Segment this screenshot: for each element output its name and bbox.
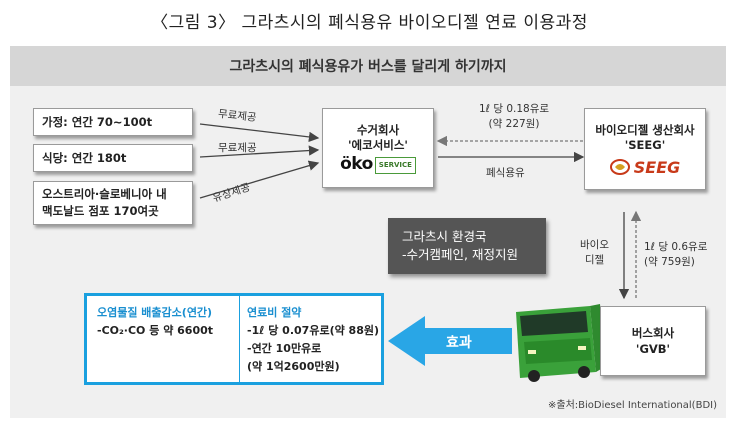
emission-value: -CO₂·CO 등 약 6600t [97,324,214,337]
producer-title: 바이오디젤 생산회사 [595,123,695,137]
label-price-top-line2: (약 227원) [488,118,540,130]
bus-company-title: 버스회사 [631,326,675,340]
label-price-right: 1ℓ 당 0.6유로 (약 759원) [644,240,707,270]
fuel-line2: -연간 10만유로 [247,342,322,355]
arrow-mcdonalds [199,160,320,199]
fuel-line3: (약 1억2600만원) [247,360,340,373]
arrow-restaurant [199,145,320,158]
results-divider [239,296,240,382]
label-free-2: 무료제공 [218,142,257,154]
figure-caption: 〈그림 3〉 그라츠시의 폐식용유 바이오디젤 연료 이용과정 [151,13,588,33]
label-price-top-line1: 1ℓ 당 0.18유로 [478,103,550,115]
fuel-title: 연료비 절약 [247,306,302,319]
fuel-section: 연료비 절약 -1ℓ 당 0.07유로(약 88원) -연간 10만유로 (약 … [247,304,379,376]
source-mcdonalds-line2: 맥도날드 점포 170여곳 [42,204,159,218]
fuel-line1: -1ℓ 당 0.07유로(약 88원) [247,324,379,337]
label-waste-oil: 폐식용유 [486,167,525,179]
city-box: 그라츠시 환경국 -수거캠페인, 재정지원 [388,218,546,274]
label-biodiesel: 바이오 디젤 [580,238,609,268]
producer-name: 'SEEG' [624,138,666,152]
bus-company-box: 버스회사 'GVB' [600,306,706,376]
source-restaurant-label: 식당: 연간 180t [42,151,127,165]
producer-box: 바이오디젤 생산회사 'SEEG' SEEG [584,108,706,190]
diagram-banner: 그라츠시의 폐식용유가 버스를 달리게 하기까지 [10,46,726,86]
collector-name: '에코서비스' [348,137,408,152]
label-biodiesel-line1: 바이오 [580,239,609,251]
seeg-logo: SEEG [609,157,681,177]
source-mcdonalds-line1: 오스트리아·슬로베니아 내 [42,187,167,201]
results-box: 오염물질 배출감소(연간) -CO₂·CO 등 약 6600t 연료비 절약 -… [84,293,384,385]
seeg-logo-text: SEEG [633,157,681,177]
emission-section: 오염물질 배출감소(연간) -CO₂·CO 등 약 6600t [97,304,213,340]
collector-title: 수거회사 [356,122,400,137]
effect-arrow [388,316,512,366]
oko-logo-main: öko [340,153,373,174]
label-price-right-line2: (약 759원) [644,256,695,268]
label-price-top: 1ℓ 당 0.18유로 (약 227원) [466,101,562,131]
effect-label: 효과 [446,335,472,351]
label-biodiesel-line2: 디젤 [584,254,605,266]
source-mcdonalds: 오스트리아·슬로베니아 내 맥도날드 점포 170여곳 [33,181,193,225]
label-price-right-line1: 1ℓ 당 0.6유로 [644,241,708,253]
arrow-household [199,123,320,143]
city-line1: 그라츠시 환경국 [402,229,487,244]
oko-logo-sub: SERVICE [374,156,416,174]
source-restaurant: 식당: 연간 180t [33,144,193,172]
seeg-emblem-icon [609,159,630,175]
source-household-label: 가정: 연간 70~100t [42,115,153,129]
emission-title: 오염물질 배출감소(연간) [97,306,213,319]
bus-company-name: 'GVB' [635,342,671,356]
source-household: 가정: 연간 70~100t [33,108,193,136]
source-note: ※출처:BioDiesel International(BDI) [548,400,717,411]
city-line2: -수거캠페인, 재정지원 [402,247,518,262]
bus-illustration [516,304,606,382]
